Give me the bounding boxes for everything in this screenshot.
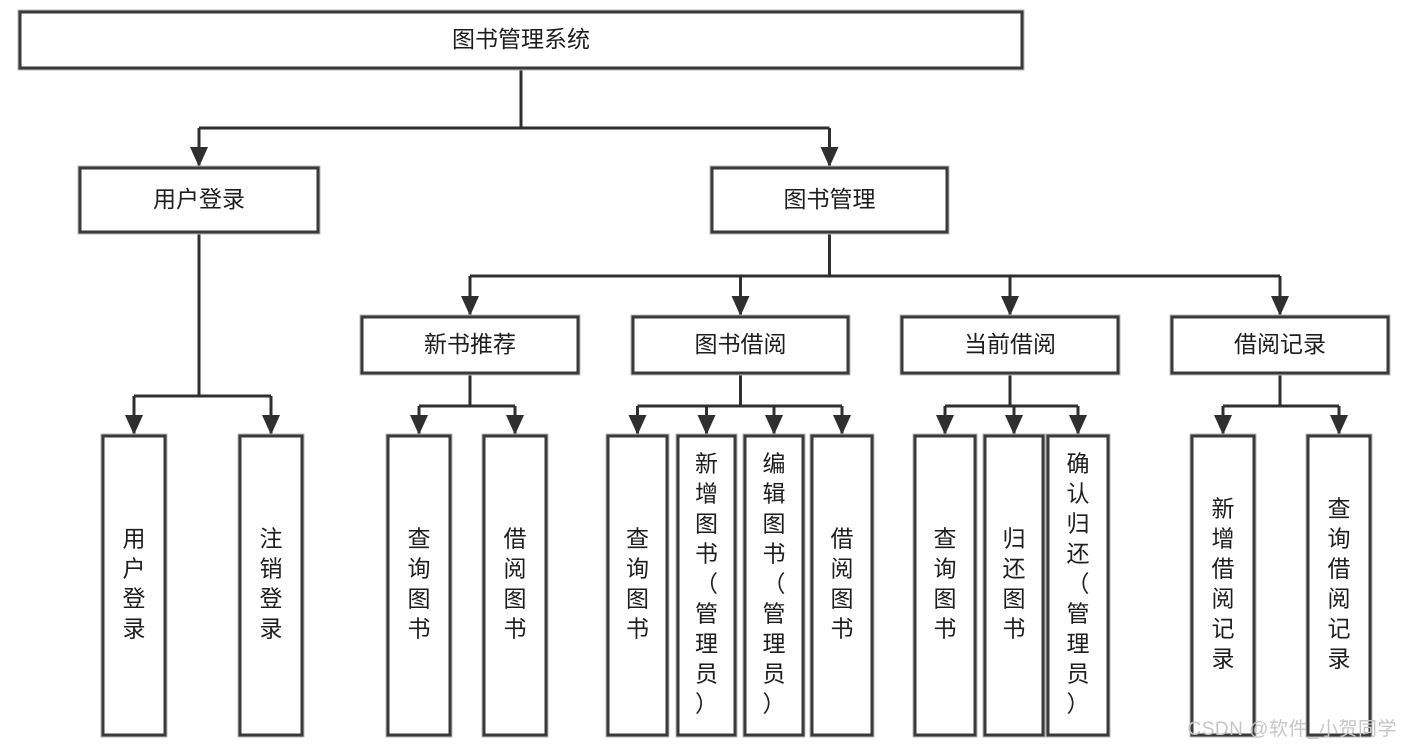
node-box xyxy=(900,315,1120,375)
arrow-head-icon xyxy=(262,415,280,435)
node-label: 新书推荐 xyxy=(424,331,516,357)
node-box xyxy=(1170,315,1390,375)
node-label: 借阅图书 xyxy=(831,526,854,642)
node-box xyxy=(810,434,874,737)
node-label: 查询图书 xyxy=(626,526,649,642)
node-label: 归还图书 xyxy=(1003,526,1026,642)
node-leaf-borrow-borrow-book[interactable]: 借阅图书 xyxy=(809,433,875,738)
node-leaf-current-confirm-return[interactable]: 确认归还（管理员） xyxy=(1045,433,1111,738)
node-box xyxy=(18,10,1024,70)
node-label: 图书管理系统 xyxy=(452,26,590,52)
node-book-manage[interactable]: 图书管理 xyxy=(709,165,950,235)
watermark-label: CSDN @软件_小贺同学 xyxy=(1187,719,1397,740)
node-label: 图书借阅 xyxy=(695,331,787,357)
node-leaf-record-add[interactable]: 新增借阅记录 xyxy=(1189,433,1257,738)
node-label: 注销登录 xyxy=(260,526,283,642)
node-label: 借阅记录 xyxy=(1234,331,1326,357)
arrow-head-icon xyxy=(1069,415,1087,435)
node-box xyxy=(1306,434,1372,737)
node-box xyxy=(913,434,977,737)
node-label: 新增借阅记录 xyxy=(1212,496,1235,672)
node-box xyxy=(710,166,949,234)
arrow-head-icon xyxy=(1271,296,1289,316)
node-borrow-record[interactable]: 借阅记录 xyxy=(1169,314,1391,376)
node-current-borrow[interactable]: 当前借阅 xyxy=(899,314,1121,376)
node-box xyxy=(482,434,548,737)
node-box xyxy=(676,434,737,737)
arrow-head-icon xyxy=(765,415,783,435)
node-leaf-rec-borrow-book[interactable]: 借阅图书 xyxy=(481,433,549,738)
arrow-head-icon xyxy=(1005,415,1023,435)
node-label: 确认归还（管理员） xyxy=(1067,451,1090,717)
arrow-head-icon xyxy=(506,415,524,435)
node-root-root[interactable]: 图书管理系统 xyxy=(17,9,1025,71)
node-layer: 图书管理系统用户登录图书管理新书推荐图书借阅当前借阅借阅记录用户登录注销登录查询… xyxy=(17,9,1391,738)
node-box xyxy=(631,315,850,375)
node-label: 用户登录 xyxy=(153,186,245,212)
arrow-head-icon xyxy=(833,415,851,435)
connector-layer xyxy=(125,68,1348,435)
arrow-head-icon xyxy=(936,415,954,435)
arrow-head-icon xyxy=(461,296,479,316)
node-box xyxy=(983,434,1045,737)
arrow-head-icon xyxy=(1214,415,1232,435)
node-leaf-current-query-book[interactable]: 查询图书 xyxy=(912,433,978,738)
node-leaf-record-query[interactable]: 查询借阅记录 xyxy=(1305,433,1373,738)
node-label: 查询图书 xyxy=(408,526,431,642)
arrow-head-icon xyxy=(628,415,647,435)
node-leaf-borrow-query-book[interactable]: 查询图书 xyxy=(605,433,670,738)
node-box xyxy=(238,434,304,737)
node-box xyxy=(360,315,580,375)
node-label: 当前借阅 xyxy=(964,331,1056,357)
node-label: 查询图书 xyxy=(934,526,957,642)
node-leaf-rec-query-book[interactable]: 查询图书 xyxy=(385,433,453,738)
node-label: 图书管理 xyxy=(784,186,876,212)
node-box xyxy=(101,434,167,737)
arrow-head-icon xyxy=(820,147,839,167)
node-box xyxy=(743,434,805,737)
node-book-borrow[interactable]: 图书借阅 xyxy=(630,314,851,376)
arrow-head-icon xyxy=(731,296,750,316)
node-box xyxy=(386,434,452,737)
arrow-head-icon xyxy=(1001,296,1019,316)
node-leaf-borrow-edit-book[interactable]: 编辑图书（管理员） xyxy=(742,433,806,738)
node-leaf-borrow-add-book[interactable]: 新增图书（管理员） xyxy=(675,433,738,738)
node-user-login[interactable]: 用户登录 xyxy=(77,165,321,235)
node-new-book-rec[interactable]: 新书推荐 xyxy=(359,314,581,376)
node-label: 用户登录 xyxy=(123,526,146,642)
node-box xyxy=(78,166,320,234)
node-leaf-user-login[interactable]: 用户登录 xyxy=(100,433,168,738)
node-box xyxy=(1190,434,1256,737)
node-label: 借阅图书 xyxy=(504,526,527,642)
node-label: 编辑图书（管理员） xyxy=(763,451,786,717)
arrow-head-icon xyxy=(125,415,143,435)
node-label: 查询借阅记录 xyxy=(1328,496,1351,672)
arrow-head-icon xyxy=(190,147,208,167)
arrow-head-icon xyxy=(697,415,716,435)
node-box xyxy=(606,434,669,737)
arrow-head-icon xyxy=(410,415,428,435)
node-box xyxy=(1046,434,1110,737)
node-leaf-current-return-book[interactable]: 归还图书 xyxy=(982,433,1046,738)
node-leaf-user-logout[interactable]: 注销登录 xyxy=(237,433,305,738)
node-label: 新增图书（管理员） xyxy=(695,451,718,717)
arrow-head-icon xyxy=(1330,415,1348,435)
